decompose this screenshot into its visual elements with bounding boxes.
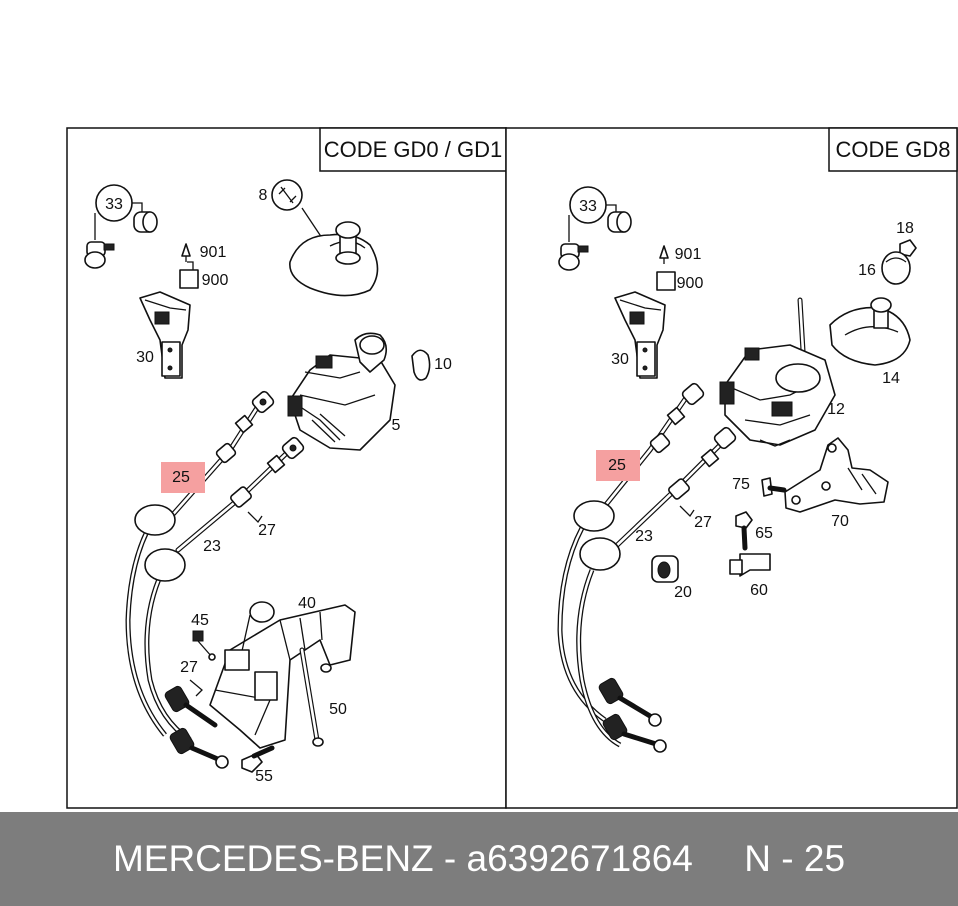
part-10-cap-left [411,349,431,381]
code-label-right: CODE GD8 [836,137,951,162]
footer-separator: - [443,838,457,879]
label-40-left: 40 [298,595,316,612]
label-25-left: 25 [172,469,190,486]
label-8-left: 8 [259,187,268,204]
label-60-right: 60 [750,582,768,599]
label-75-right: 75 [732,476,750,493]
footer-ref: N - 25 [744,838,846,879]
part-33-right [558,186,632,271]
highlight-part-25-right [596,450,640,481]
cable-ends-left [164,685,229,769]
panel-right: CODE GD8 [505,127,958,809]
label-27-left-b: 27 [180,659,198,676]
cable-ends-right [598,677,667,753]
part-27-clip-right [679,505,695,518]
part-18-16-right [881,239,917,285]
label-23-right: 23 [635,528,653,545]
label-27-left-a: 27 [258,522,276,539]
part-14-boot-right [829,297,911,366]
label-18-right: 18 [896,220,914,237]
label-900-left: 900 [202,272,229,289]
part-50-rod-left [299,647,324,747]
highlight-part-25-left [161,462,205,493]
label-900-right: 900 [677,275,704,292]
part-45-stud-left [192,630,216,661]
part-12-shifter-right [719,297,836,447]
part-60-clamp-right [729,553,771,577]
label-33-right: 33 [579,198,597,215]
label-30-left: 30 [136,349,154,366]
footer-part-number: a6392671864 [466,838,693,879]
label-12-right: 12 [827,401,845,418]
part-901-900-right [656,245,676,291]
label-55-left: 55 [255,768,273,785]
part-55-bolt-left [241,745,275,773]
part-70-bracket-right [784,437,889,513]
footer-bar: MERCEDES-BENZ - a6392671864 N - 25 [0,812,958,906]
label-30-right: 30 [611,351,629,368]
part-901-900-left [179,243,199,289]
part-5-shifter-left [287,332,396,451]
part-23-cable-right [576,426,737,748]
part-27-clip-left-a [247,511,263,524]
part-33-left [84,184,158,269]
part-30-bracket-right [614,291,666,379]
part-25-cable-left [125,390,275,737]
panel-left: CODE GD0 / GD1 [66,127,507,809]
label-50-left: 50 [329,701,347,718]
code-label-left: CODE GD0 / GD1 [324,137,502,162]
label-5-left: 5 [392,417,401,434]
parts-diagram: CODE GD0 / GD1 [66,127,958,809]
label-16-right: 16 [858,262,876,279]
label-10-left: 10 [434,356,452,373]
label-23-left: 23 [203,538,221,555]
part-75-bolt-right [761,477,787,497]
part-20-grommet-right [651,555,679,583]
label-20-right: 20 [674,584,692,601]
label-901-left: 901 [200,244,227,261]
part-40-bracket-left [209,601,356,749]
part-27-clip-left-b [189,679,203,697]
part-8-boot-left [271,179,379,297]
label-901-right: 901 [675,246,702,263]
label-25-right: 25 [608,457,626,474]
label-65-right: 65 [755,525,773,542]
part-65-bolt-right [735,511,753,551]
footer-brand: MERCEDES-BENZ [112,838,434,879]
part-25-cable-right [557,382,705,723]
label-45-left: 45 [191,612,209,629]
label-70-right: 70 [831,513,849,530]
part-30-bracket-left [139,291,191,379]
label-27-right: 27 [694,514,712,531]
label-33-left: 33 [105,196,123,213]
part-23-cable-left [144,436,305,743]
label-14-right: 14 [882,370,900,387]
